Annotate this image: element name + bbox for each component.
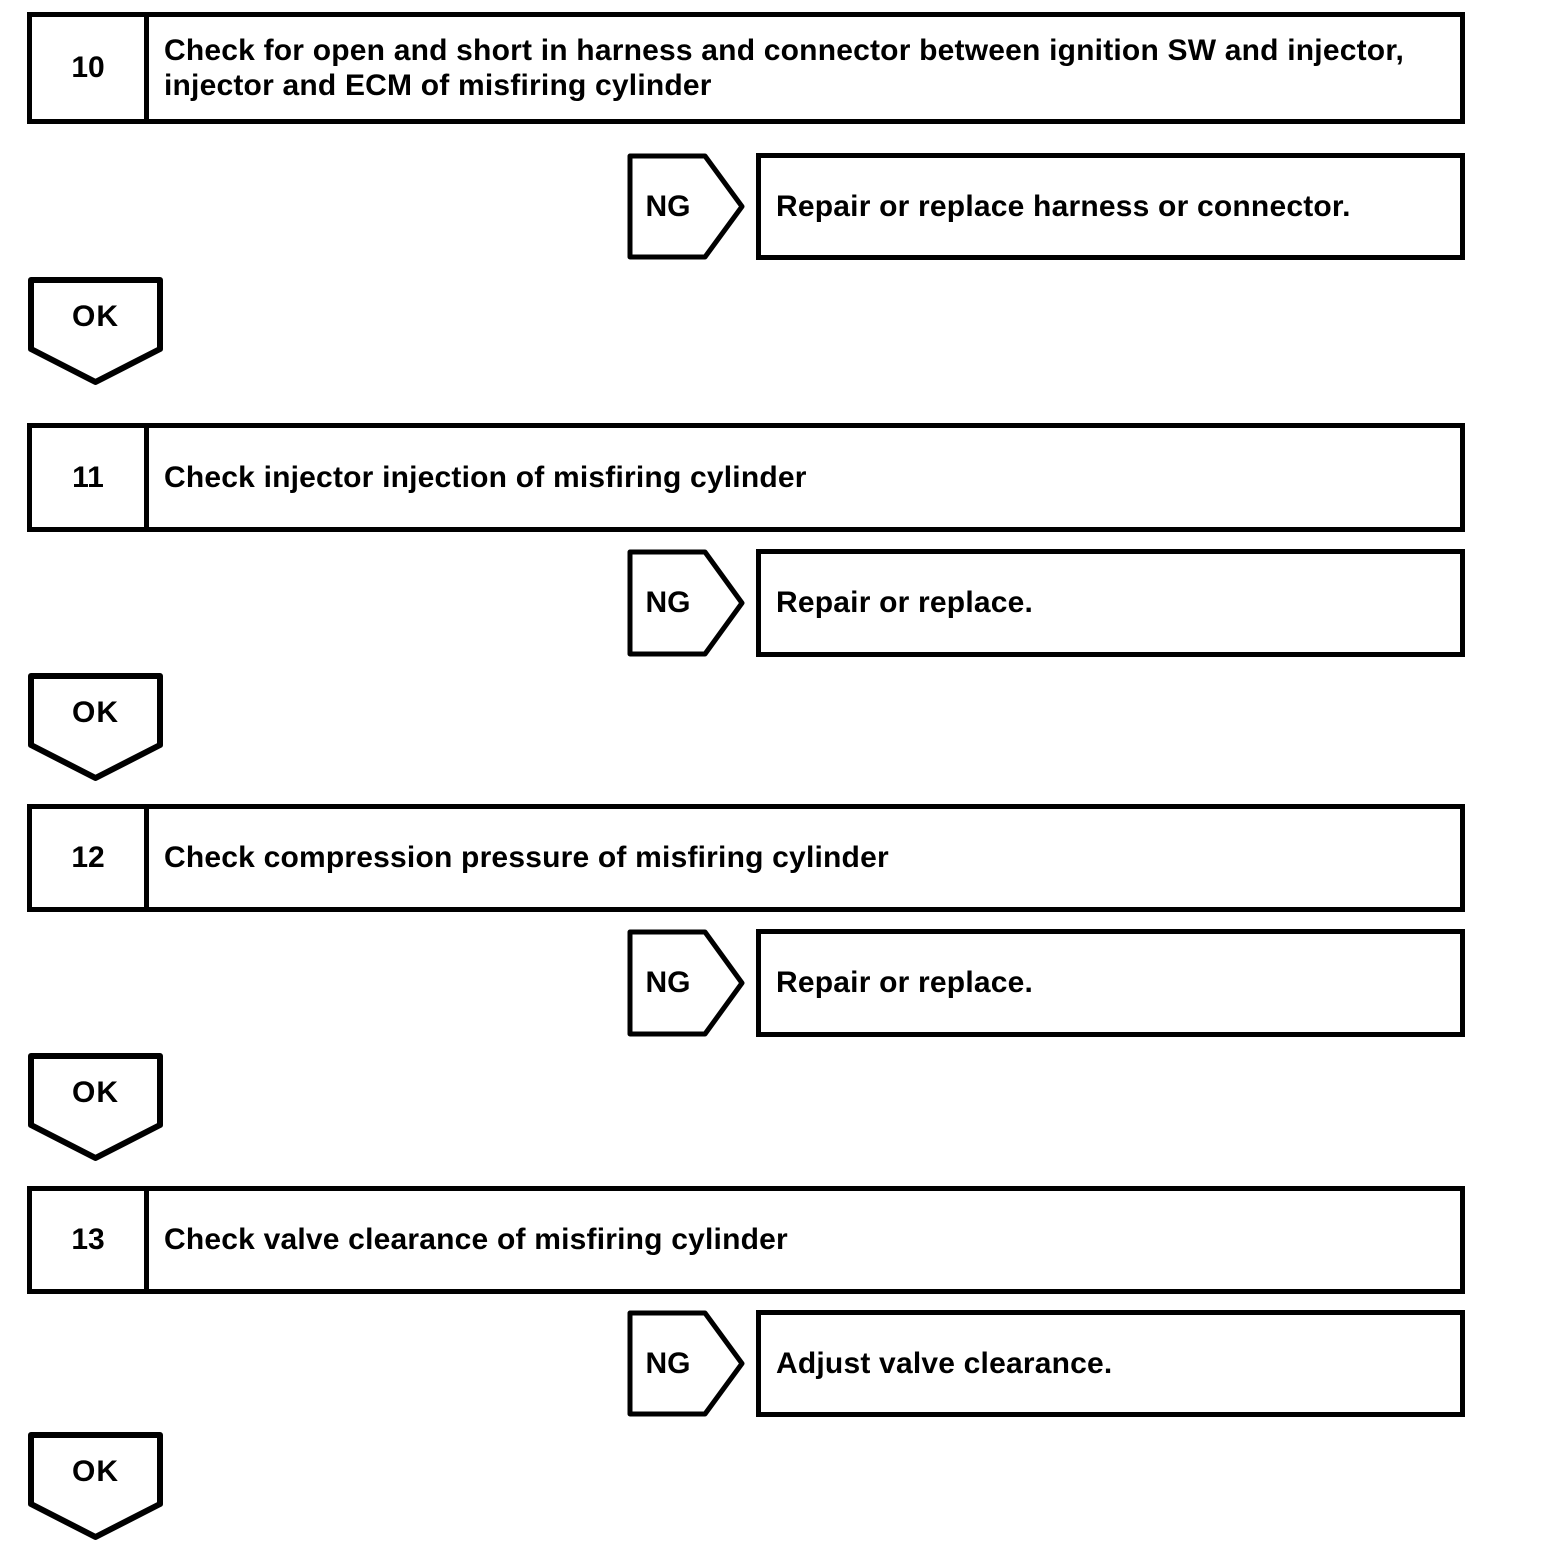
step-title: Check for open and short in harness and … <box>164 33 1405 102</box>
ng-pentagon-icon <box>627 1310 745 1417</box>
step-number: 12 <box>32 809 149 907</box>
ng-action-box-11: Repair or replace. <box>756 549 1465 657</box>
ok-label: OK <box>72 1076 119 1109</box>
ng-label: NG <box>645 189 691 223</box>
ng-arrow-step-12: NG <box>627 929 745 1037</box>
step-title: Check valve clearance of misfiring cylin… <box>164 1223 788 1257</box>
ok-connector-step-13: OK <box>27 1431 164 1541</box>
ng-label: NG <box>645 586 691 619</box>
ng-action-box-12: Repair or replace. <box>756 929 1465 1037</box>
ok-connector-step-11: OK <box>27 672 164 782</box>
ok-pentagon-icon <box>28 1432 163 1540</box>
ok-pentagon-icon <box>28 277 163 385</box>
step-box-11: 11 Check injector injection of misfiring… <box>27 423 1465 532</box>
ok-connector-step-12: OK <box>27 1052 164 1162</box>
ng-action-box-10: Repair or replace harness or connector. <box>756 153 1465 260</box>
ng-arrow-step-11: NG <box>627 549 745 657</box>
step-title: Check compression pressure of misfiring … <box>164 841 889 875</box>
ng-label: NG <box>645 1346 691 1380</box>
ng-action-box-13: Adjust valve clearance. <box>756 1310 1465 1417</box>
step-number: 13 <box>32 1191 149 1289</box>
step-box-12: 12 Check compression pressure of misfiri… <box>27 804 1465 912</box>
ng-arrow-step-10: NG <box>627 153 745 260</box>
step-number: 10 <box>32 17 149 119</box>
step-box-13: 13 Check valve clearance of misfiring cy… <box>27 1186 1465 1294</box>
ng-pentagon-icon <box>627 929 745 1037</box>
step-number: 11 <box>32 428 149 527</box>
ok-label: OK <box>72 1455 119 1488</box>
ok-connector-step-10: OK <box>27 276 164 386</box>
ok-pentagon-icon <box>28 1053 163 1161</box>
ok-pentagon-icon <box>28 673 163 781</box>
step-title: Check injector injection of misfiring cy… <box>164 460 807 494</box>
ng-pentagon-icon <box>627 153 745 260</box>
ng-arrow-step-13: NG <box>627 1310 745 1417</box>
step-box-10: 10 Check for open and short in harness a… <box>27 12 1465 124</box>
ng-pentagon-icon <box>627 549 745 657</box>
ok-label: OK <box>72 696 119 729</box>
ng-label: NG <box>645 966 691 999</box>
ok-label: OK <box>72 300 119 333</box>
